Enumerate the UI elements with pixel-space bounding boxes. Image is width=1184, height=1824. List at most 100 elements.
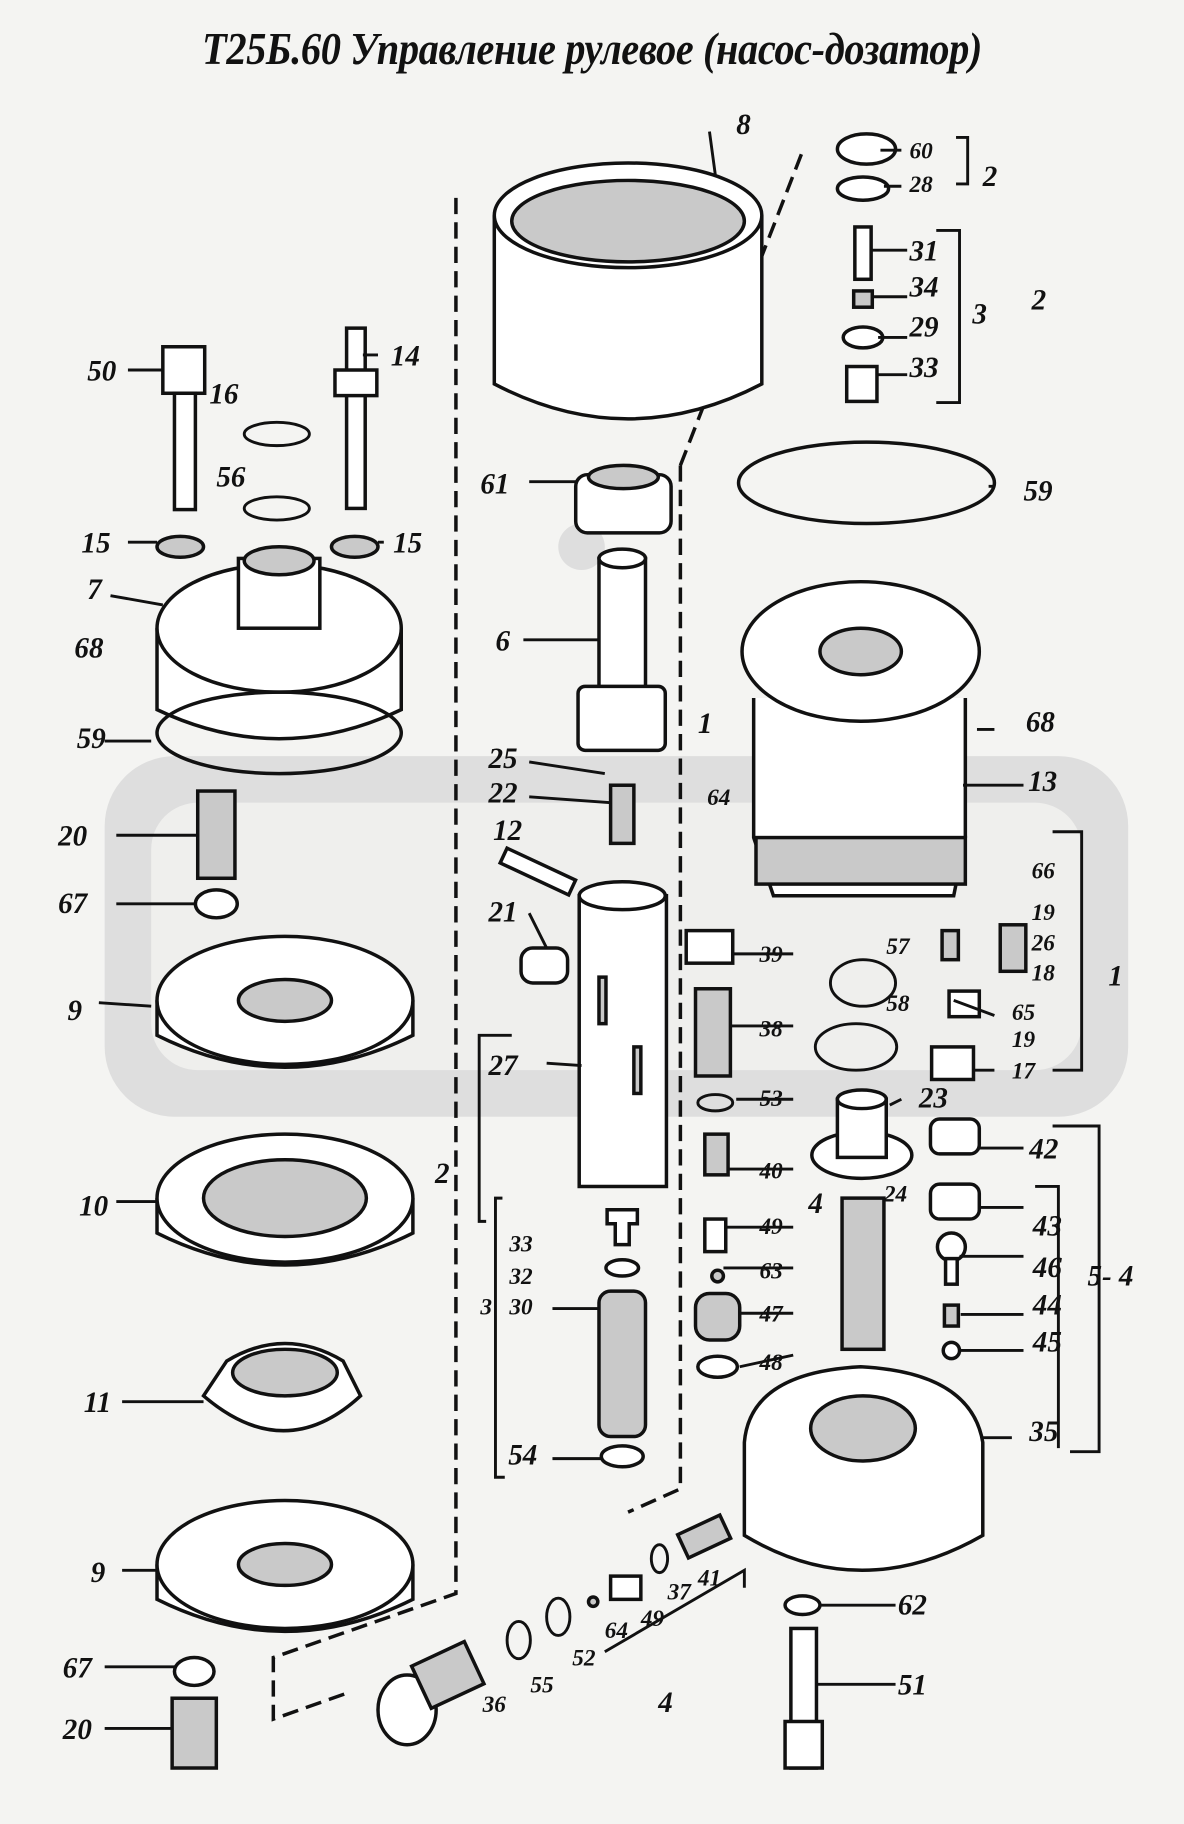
label-40: 40 <box>758 1158 783 1184</box>
label-62: 62 <box>898 1589 927 1621</box>
label-51: 51 <box>898 1670 927 1702</box>
label-47: 47 <box>758 1301 784 1327</box>
label-13: 13 <box>1028 766 1057 798</box>
label-20b: 20 <box>62 1714 93 1746</box>
label-32: 32 <box>508 1264 533 1290</box>
label-23: 23 <box>918 1082 948 1114</box>
part-o-ring-59 <box>736 440 997 526</box>
label-11: 11 <box>84 1387 111 1419</box>
label-54: 54 <box>508 1439 537 1471</box>
label-9a: 9 <box>67 995 82 1027</box>
label-42: 42 <box>1028 1134 1058 1166</box>
label-31: 31 <box>909 236 939 268</box>
label-64b: 64 <box>605 1618 628 1644</box>
label-39: 39 <box>758 942 783 968</box>
label-16: 16 <box>209 379 239 411</box>
label-19a: 19 <box>1032 900 1056 926</box>
label-33b: 33 <box>508 1232 532 1258</box>
label-4b: 4 <box>657 1687 673 1719</box>
label-9b: 9 <box>91 1557 106 1589</box>
label-44: 44 <box>1032 1289 1062 1321</box>
label-55: 55 <box>530 1672 554 1698</box>
label-2a: 2 <box>982 161 998 193</box>
label-34: 34 <box>909 272 939 304</box>
part-number-labels: 50 16 56 14 15 15 7 68 59 20 67 9 10 11 … <box>57 109 1133 1746</box>
label-63: 63 <box>759 1258 782 1284</box>
label-66: 66 <box>1032 858 1056 884</box>
label-46: 46 <box>1032 1252 1063 1284</box>
label-49a: 49 <box>758 1214 783 1240</box>
part-plate-9-top <box>155 934 415 1069</box>
label-45: 45 <box>1032 1327 1062 1359</box>
label-3a: 3 <box>971 298 987 330</box>
label-2c: 2 <box>434 1158 450 1190</box>
label-41: 41 <box>697 1565 721 1591</box>
label-53: 53 <box>759 1086 782 1112</box>
diagram-title: Т25Б.60 Управление рулевое (насос-дозато… <box>202 23 982 74</box>
label-35: 35 <box>1028 1416 1058 1448</box>
part-ring-10 <box>155 1132 415 1267</box>
label-5-4: 5- 4 <box>1087 1260 1133 1292</box>
label-43: 43 <box>1032 1210 1062 1242</box>
label-22: 22 <box>487 778 517 810</box>
label-8: 8 <box>736 109 751 141</box>
label-24: 24 <box>883 1182 907 1208</box>
label-20a: 20 <box>57 821 88 853</box>
part-pin-21 <box>519 946 570 985</box>
label-38: 38 <box>758 1016 783 1042</box>
label-67a: 67 <box>58 888 89 920</box>
part-plug-30 <box>597 1208 648 1469</box>
label-19b: 19 <box>1012 1027 1036 1053</box>
label-33a: 33 <box>909 352 939 384</box>
part-cover-7 <box>155 545 404 741</box>
label-59a: 59 <box>77 723 107 755</box>
label-68b: 68 <box>1026 707 1056 739</box>
label-65: 65 <box>1012 1000 1036 1026</box>
label-30: 30 <box>508 1294 533 1320</box>
part-shaft-6 <box>576 547 668 753</box>
label-1a: 1 <box>698 708 713 740</box>
label-12: 12 <box>493 815 522 847</box>
part-bolt-50 <box>161 345 207 512</box>
label-61: 61 <box>480 468 509 500</box>
part-housing-13 <box>740 579 982 898</box>
label-26: 26 <box>1031 930 1056 956</box>
label-21: 21 <box>487 896 517 928</box>
part-pin-12 <box>497 845 578 898</box>
label-64a: 64 <box>707 785 730 811</box>
part-plug-36 <box>376 1639 487 1747</box>
label-36: 36 <box>482 1692 507 1718</box>
part-plate-9-bottom <box>155 1498 415 1633</box>
part-spool-27 <box>577 880 669 1189</box>
label-10: 10 <box>79 1191 109 1223</box>
label-48: 48 <box>758 1350 783 1376</box>
label-18: 18 <box>1032 961 1056 987</box>
label-49b: 49 <box>640 1606 665 1632</box>
label-57: 57 <box>886 934 911 960</box>
label-25: 25 <box>487 743 517 775</box>
label-58: 58 <box>886 991 910 1017</box>
label-52: 52 <box>572 1646 596 1672</box>
label-27: 27 <box>487 1050 519 1082</box>
label-37: 37 <box>667 1579 693 1605</box>
label-7: 7 <box>87 574 103 606</box>
label-68a: 68 <box>74 632 104 664</box>
label-15b: 15 <box>393 528 422 560</box>
assembly-line-left <box>271 197 458 1722</box>
part-seal-61 <box>573 463 673 535</box>
label-15a: 15 <box>81 528 110 560</box>
label-6: 6 <box>495 625 510 657</box>
label-56: 56 <box>216 461 246 493</box>
part-stud-14 <box>333 326 379 511</box>
part-rotor-11 <box>201 1341 363 1433</box>
label-2b: 2 <box>1031 285 1047 317</box>
part-spring-24 <box>840 1196 886 1352</box>
part-body-35 <box>742 1365 985 1572</box>
label-17: 17 <box>1012 1058 1037 1084</box>
part-spring-holder-23 <box>810 1088 914 1181</box>
label-60: 60 <box>910 138 934 164</box>
part-spring-22 <box>608 783 636 846</box>
part-small-stack-top <box>835 132 898 404</box>
label-4a: 4 <box>807 1188 823 1220</box>
